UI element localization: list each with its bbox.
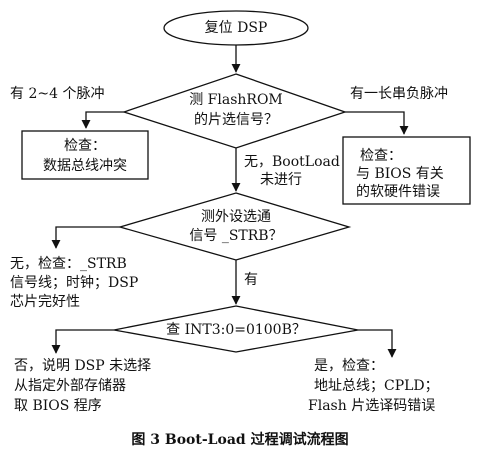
box-bios-line2: 与 BIOS 有关 bbox=[356, 166, 444, 182]
arrow-decision2-left bbox=[51, 226, 120, 249]
box-check-databus bbox=[21, 130, 149, 180]
note-no-line2: 从指定外部存储器 bbox=[14, 378, 126, 394]
arrow-decision3-right bbox=[358, 329, 397, 358]
decision1-line1: 测 FlashROM bbox=[189, 92, 283, 108]
arrow-decision1-right bbox=[345, 111, 409, 135]
note-yes-line2: 地址总线；CPLD； bbox=[314, 378, 439, 394]
arrow-decision1-left bbox=[81, 111, 124, 129]
left-branch1-label: 有 2~4 个脉冲 bbox=[10, 86, 105, 102]
note-strb-line2: 信号线；时钟；DSP bbox=[10, 275, 139, 291]
right-branch1-label: 有一长串负脉冲 bbox=[350, 86, 448, 102]
decision1-line2: 的片选信号？ bbox=[194, 112, 278, 128]
decision3-label: 查 INT3:0=0100B？ bbox=[166, 322, 306, 338]
decision2-line2: 信号 _STRB？ bbox=[189, 228, 283, 244]
down-label2: 有 bbox=[244, 272, 258, 288]
box-bios-line3: 的软硬件错误 bbox=[356, 184, 440, 200]
box-databus-line2: 数据总线冲突 bbox=[43, 158, 127, 174]
note-strb-line1: 无，检查：_STRB bbox=[10, 256, 127, 272]
box-check-bios bbox=[342, 136, 471, 205]
box-bios-line1: 检查： bbox=[360, 148, 402, 164]
note-strb-line3: 芯片完好性 bbox=[10, 294, 80, 310]
start-label: 复位 DSP bbox=[204, 20, 268, 36]
decision2-line1: 测外设选通 bbox=[201, 209, 271, 225]
note-yes-line1: 是，检查： bbox=[314, 358, 384, 374]
down-label1-line1: 无，BootLoad bbox=[244, 154, 340, 170]
decision3-diamond bbox=[113, 305, 359, 353]
down-label1-line2: 未进行 bbox=[260, 172, 302, 188]
box-databus-line1: 检查： bbox=[64, 138, 106, 154]
note-no-line3: 取 BIOS 程序 bbox=[14, 398, 102, 414]
note-yes-line3: Flash 片选译码错误 bbox=[308, 398, 436, 414]
figure-caption: 图 3 Boot-Load 过程调试流程图 bbox=[131, 432, 349, 448]
arrow-decision3-left bbox=[51, 329, 114, 354]
note-no-line1: 否，说明 DSP 未选择 bbox=[14, 358, 152, 374]
